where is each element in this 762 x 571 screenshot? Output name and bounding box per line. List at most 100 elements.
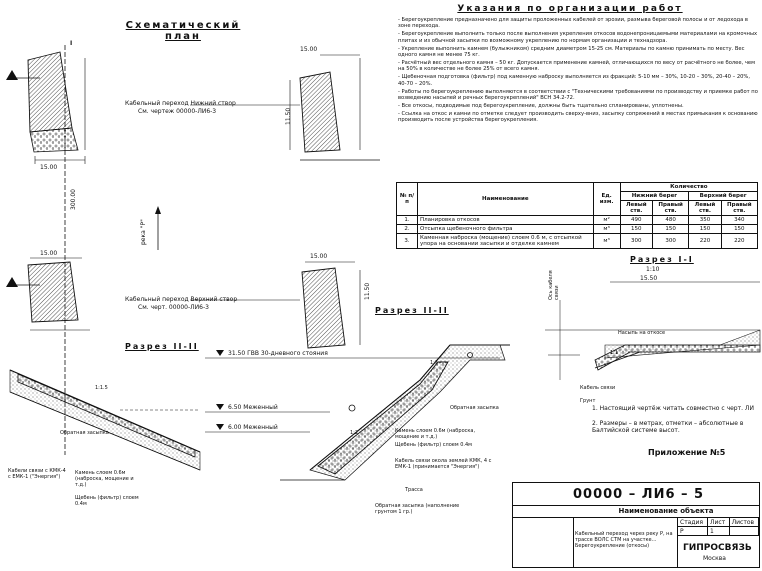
col-upper: Верхний берег bbox=[688, 191, 758, 201]
section-i-scale: 1:10 bbox=[646, 266, 660, 273]
section-mark: I bbox=[70, 40, 73, 47]
section-ii-title-left: Разрез II-II bbox=[125, 342, 199, 351]
note-item: - Все откосы, подводимые под берегоукреп… bbox=[398, 102, 684, 109]
section-i-width: 15.50 bbox=[640, 275, 658, 282]
cell: 150 bbox=[619, 224, 653, 234]
label-obratnaya: Обратная засыпка bbox=[60, 430, 109, 436]
dim-top-left: 15.00 bbox=[40, 164, 58, 171]
org-name: ГИПРОСВЯЗЬ bbox=[683, 543, 752, 553]
footnote-2: 2. Размеры – в метрах, отметки – абсолют… bbox=[592, 420, 744, 434]
title-block: 00000 – ЛИ6 – 5 Наименование объекта Каб… bbox=[512, 482, 760, 568]
cell: 300 bbox=[651, 233, 690, 249]
section-middle bbox=[205, 344, 510, 481]
slope-label-2: 1:2 bbox=[350, 430, 359, 436]
table-row: 3. Каменная наброска (мощение) слоем 0.6… bbox=[396, 233, 759, 249]
note-item: - Расчётный вес отдельного камня – 50 кг… bbox=[398, 59, 756, 73]
cell: м³ bbox=[592, 233, 621, 249]
cell: 150 bbox=[651, 224, 690, 234]
drawing-code: 00000 – ЛИ6 – 5 bbox=[573, 487, 705, 502]
dim-top-right: 15.00 bbox=[300, 46, 318, 53]
sheet-value: 1 bbox=[707, 526, 730, 536]
label-obratnaya-bottom: Обратная засыпка (наполнение грунтом 1 г… bbox=[375, 503, 460, 515]
col-left-st: Левый ств. bbox=[688, 200, 722, 216]
sheets-header: Листов bbox=[728, 517, 760, 527]
cell: 340 bbox=[720, 215, 759, 225]
quantity-table: № п/п Наименование Ед. изм. Количество Н… bbox=[396, 182, 759, 249]
cell: м³ bbox=[592, 224, 621, 234]
table-row: 2. Отсыпка щебеночного фильтра м³ 150 15… bbox=[396, 224, 759, 234]
cell: 220 bbox=[688, 233, 722, 249]
crossing-bottom-label: Кабельный переход Верхний створ bbox=[125, 296, 238, 303]
sheets-value bbox=[728, 526, 760, 536]
note-item: - Ссылка на откос и камни по отметке сле… bbox=[398, 110, 758, 124]
plan-bottom-right bbox=[301, 261, 361, 349]
col-unit: Ед. изм. bbox=[592, 182, 621, 216]
plan-top-left bbox=[6, 45, 86, 455]
note-item: - Работы по берегоукреплению выполняются… bbox=[398, 88, 758, 101]
label-grunt: Грунт bbox=[580, 398, 596, 404]
col-num: № п/п bbox=[396, 182, 418, 216]
crossing-top-ref: См. чертеж 00000-ЛИ6-3 bbox=[138, 108, 217, 115]
plan-top-right bbox=[289, 54, 380, 161]
col-left-st: Левый ств. bbox=[619, 200, 653, 216]
cell: 480 bbox=[651, 215, 690, 225]
cell: Отсыпка щебеночного фильтра bbox=[417, 224, 594, 234]
appendix-label: Приложение №5 bbox=[648, 448, 726, 457]
note-item: - Берегоукрепление выполнить только посл… bbox=[398, 31, 758, 44]
col-right-st: Правый ств. bbox=[720, 200, 759, 216]
org-city: Москва bbox=[703, 555, 726, 562]
label-kamen-left: Камень слоем 0.6м (наброска, мощение и т… bbox=[75, 470, 134, 488]
cell: 2. bbox=[396, 224, 418, 234]
label-trassa: Трасса bbox=[405, 487, 423, 493]
sheet-header: Лист bbox=[707, 517, 730, 527]
section-left-slope bbox=[9, 369, 201, 471]
river-arrow bbox=[155, 206, 161, 250]
section-right bbox=[545, 281, 761, 380]
label-obratnaya-mid: Обратная засыпка bbox=[450, 405, 499, 411]
col-lower: Нижний берег bbox=[619, 191, 690, 201]
note-item: - Укрепление выполнить камнем (булыжнико… bbox=[398, 45, 745, 59]
cell: Планировка откосов bbox=[417, 215, 594, 225]
slope-label-1: 1:1.5 bbox=[95, 385, 108, 391]
cell: м² bbox=[592, 215, 621, 225]
cell: 490 bbox=[619, 215, 653, 225]
cell: 1. bbox=[396, 215, 418, 225]
level-marker-high bbox=[216, 350, 224, 356]
col-right-st: Правый ств. bbox=[651, 200, 690, 216]
level-high-label: 31.50 ГВВ 30-дневного стояния bbox=[228, 350, 328, 357]
plan-bottom-left bbox=[6, 257, 90, 331]
label-shcheben-mid: Щебень (фильтр) слоем 0.4м bbox=[395, 442, 472, 448]
cell: 150 bbox=[720, 224, 759, 234]
label-kabel-left: Кабели связи с КМК-4 с ЕМК-1 ("Энергия") bbox=[8, 468, 66, 480]
stage-table: Стадия Лист Листов Р 1 bbox=[677, 517, 760, 536]
crossing-bottom-ref: См. черт. 00000-ЛИ6-3 bbox=[138, 304, 209, 311]
section-i-title: Разрез I-I bbox=[630, 255, 694, 264]
slope-label-3: 1:1 bbox=[430, 360, 439, 366]
object-desc: Кабельный переход через реку Р, на трасс… bbox=[575, 531, 673, 549]
object-name: Наименование объекта bbox=[618, 507, 714, 515]
section-ii-title: Разрез II-II bbox=[375, 306, 449, 315]
col-name: Наименование bbox=[417, 182, 594, 216]
label-kamen-mid: Камень слоем 0.6м (наброска, мощение и т… bbox=[395, 428, 476, 440]
stage-header: Стадия bbox=[677, 517, 708, 527]
label-shcheben-left: Щебень (фильтр) слоем 0.4м bbox=[75, 495, 139, 507]
cell: 3. bbox=[396, 233, 418, 249]
stage-value: Р bbox=[677, 526, 708, 536]
label-kabel-mid: Кабель связи окола землей КМК, 4 с ЕМК-1… bbox=[395, 458, 492, 470]
notes-list: - Берегоукрепление предназначено для защ… bbox=[398, 17, 760, 125]
cell: 350 bbox=[688, 215, 722, 225]
plan-title: Схематический план bbox=[125, 20, 241, 42]
dim-side-bottom: 11.50 bbox=[364, 282, 371, 300]
label-fill: Насыпь на откосе bbox=[618, 330, 666, 336]
col-qty: Количество bbox=[619, 182, 759, 192]
cell: Каменная наброска (мощение) слоем 0.6 м,… bbox=[417, 233, 594, 249]
cell: 300 bbox=[619, 233, 653, 249]
cell: 150 bbox=[688, 224, 722, 234]
note-item: - Щебеночная подготовка (фильтр) под кам… bbox=[398, 74, 751, 87]
footnote-1: 1. Настоящий чертёж читать совместно с ч… bbox=[592, 405, 754, 412]
dim-bottom-right: 15.00 bbox=[310, 253, 328, 260]
crossing-top-label: Кабельный переход Нижний створ bbox=[125, 100, 236, 107]
level-low2-label: 6.00 Меженный bbox=[228, 424, 278, 431]
level-marker-low bbox=[216, 404, 224, 410]
